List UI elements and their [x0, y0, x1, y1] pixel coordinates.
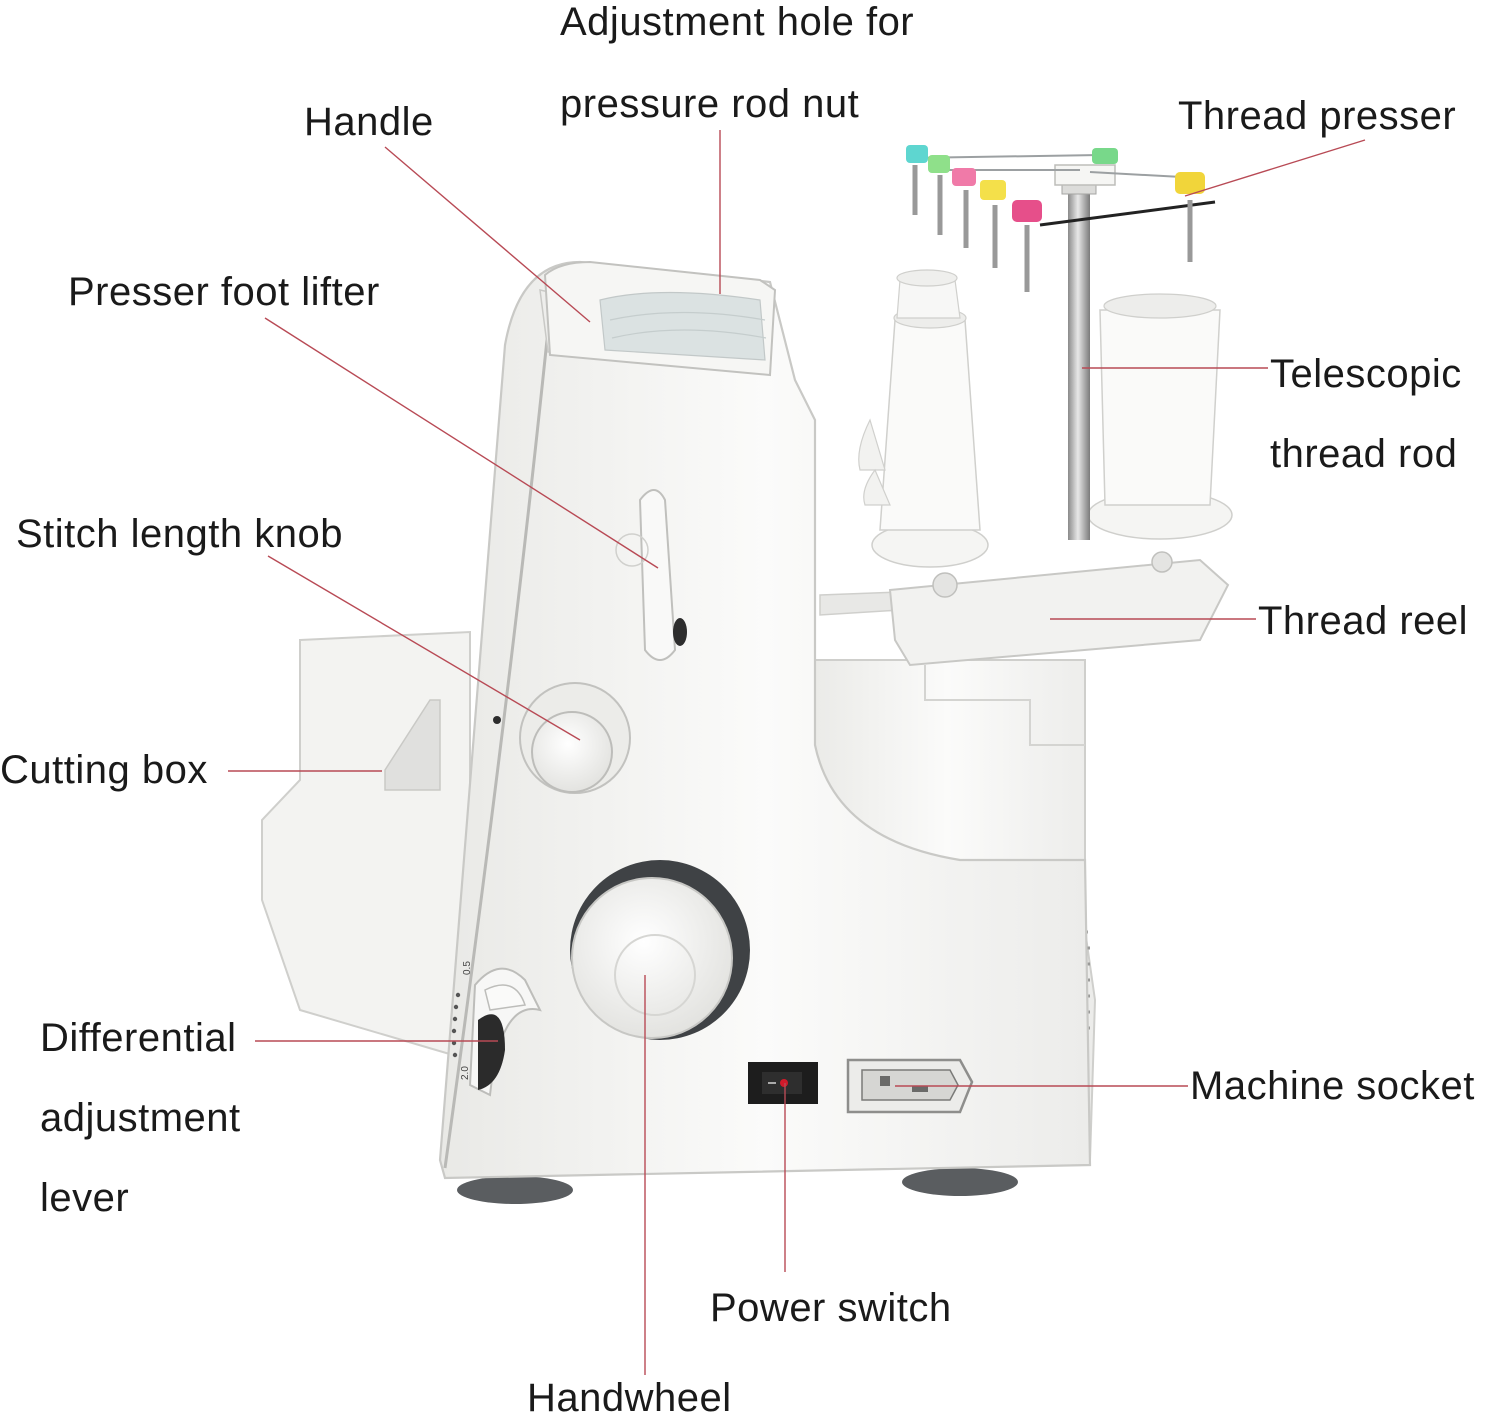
- label-thread-presser: Thread presser: [1178, 94, 1457, 138]
- label-telescopic-line1: Telescopic: [1270, 352, 1462, 396]
- leader-presser-foot-lifter: [264, 317, 659, 569]
- label-stitch-length-knob: Stitch length knob: [16, 512, 343, 556]
- leader-stitch-length-knob: [267, 555, 581, 741]
- label-differential-line3: lever: [40, 1176, 130, 1220]
- label-telescopic-line2: thread rod: [1270, 432, 1458, 476]
- handwheel: [570, 860, 750, 1040]
- label-thread-reel: Thread reel: [1258, 599, 1469, 643]
- power-switch: [748, 1062, 818, 1104]
- presser-foot-lifter: [638, 489, 677, 661]
- dial-scale-top: 0.5: [462, 961, 473, 975]
- thread-cones: [858, 269, 1233, 568]
- label-machine-socket: Machine socket: [1190, 1064, 1475, 1108]
- label-differential-line1: Differential: [40, 1016, 237, 1060]
- foot-left: [457, 1176, 573, 1204]
- label-presser-foot-lifter: Presser foot lifter: [68, 270, 380, 314]
- leader-handle: [384, 146, 591, 323]
- label-adjustment-hole-line2: pressure rod nut: [560, 82, 860, 126]
- dial-scale-dots: [451, 992, 461, 1058]
- label-handwheel: Handwheel: [527, 1376, 732, 1420]
- label-differential-line2: adjustment: [40, 1096, 241, 1140]
- telescopic-thread-rod: [1054, 164, 1116, 540]
- differential-adjustment-lever: 0.5 2.0: [451, 961, 542, 1097]
- foot-right: [902, 1168, 1018, 1196]
- stitch-length-knob: [493, 682, 631, 794]
- label-power-switch: Power switch: [710, 1286, 952, 1330]
- label-cutting-box: Cutting box: [0, 748, 208, 792]
- label-handle: Handle: [304, 100, 434, 144]
- thread-presser-tips: [906, 145, 1205, 292]
- dial-scale-bottom: 2.0: [460, 1066, 471, 1080]
- machine-socket: [846, 1058, 974, 1114]
- thread-reel: [819, 551, 1230, 667]
- cutting-box: [261, 630, 471, 1062]
- leader-thread-presser: [1184, 139, 1366, 197]
- leader-lines: [228, 130, 1366, 1375]
- label-adjustment-hole-line1: Adjustment hole for: [560, 0, 915, 44]
